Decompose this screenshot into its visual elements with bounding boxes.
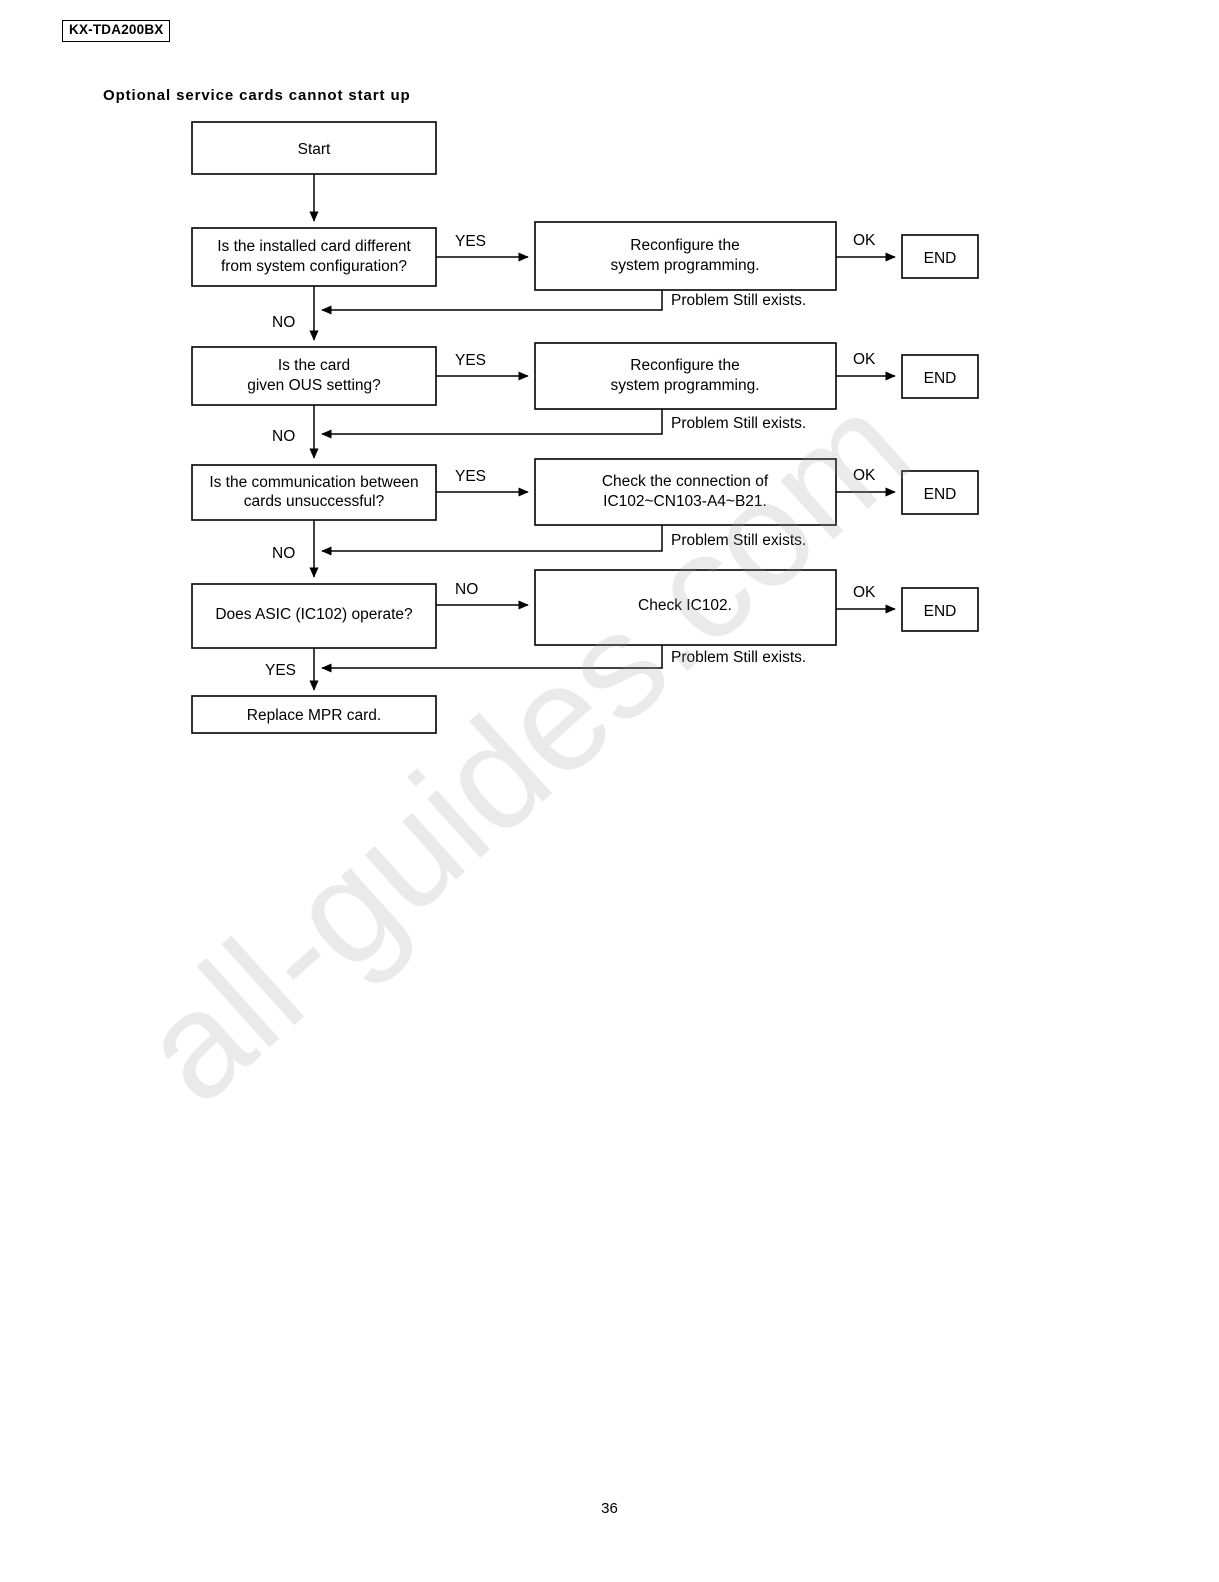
node-final-action: Replace MPR card. — [191, 695, 437, 734]
node-end-4: END — [901, 587, 979, 632]
node-action-3-line1: Check the connection of — [602, 473, 769, 490]
node-end-1-label: END — [924, 250, 957, 267]
model-number-badge: KX-TDA200BX — [62, 20, 171, 42]
node-action-2: Reconfigure the system programming. — [534, 342, 837, 410]
connector-step2-feedback — [321, 409, 663, 439]
node-decision-2-line1: Is the card — [278, 357, 350, 374]
page-number: 36 — [601, 1500, 618, 1517]
node-action-2-line2: system programming. — [610, 377, 759, 394]
edge-label-step2-branch: YES — [455, 352, 486, 369]
node-action-1: Reconfigure the system programming. — [534, 221, 837, 291]
node-action-2-line1: Reconfigure the — [630, 357, 739, 374]
node-end-2: END — [901, 354, 979, 399]
edge-label-step2-ok: OK — [853, 351, 876, 368]
node-decision-3: Is the communication between cards unsuc… — [191, 464, 437, 521]
node-decision-2-line2: given OUS setting? — [247, 377, 381, 394]
edge-label-step4-ok: OK — [853, 584, 876, 601]
node-decision-3-line2: cards unsuccessful? — [244, 493, 385, 510]
node-decision-3-line1: Is the communication between — [209, 474, 418, 491]
edge-label-step3-ok: OK — [853, 467, 876, 484]
note-step1-feedback: Problem Still exists. — [671, 292, 806, 309]
edge-label-step1-branch: YES — [455, 233, 486, 250]
node-decision-4: Does ASIC (IC102) operate? — [191, 583, 437, 649]
node-action-3-line2: IC102~CN103-A4~B21. — [603, 493, 767, 510]
node-decision-2: Is the card given OUS setting? — [191, 346, 437, 406]
edge-label-step2-exit: NO — [272, 428, 295, 445]
node-decision-4-line1: Does ASIC (IC102) operate? — [215, 606, 413, 623]
page-title: Optional service cards cannot start up — [103, 87, 411, 104]
node-end-3-label: END — [924, 486, 957, 503]
node-decision-1-line2: from system configuration? — [221, 258, 407, 275]
edge-label-step3-exit: NO — [272, 545, 295, 562]
connector-step4-feedback — [321, 645, 663, 673]
node-action-4: Check IC102. — [534, 569, 837, 646]
note-step4-feedback: Problem Still exists. — [671, 649, 806, 666]
edge-label-step4-exit: YES — [265, 662, 296, 679]
node-end-4-label: END — [924, 603, 957, 620]
node-action-4-line1: Check IC102. — [638, 597, 732, 614]
connector-step3-feedback — [321, 525, 663, 556]
node-start: Start — [191, 121, 437, 175]
node-decision-1: Is the installed card different from sys… — [191, 227, 437, 287]
edge-label-step3-branch: YES — [455, 468, 486, 485]
connector-step1-feedback — [321, 290, 663, 315]
node-action-1-line2: system programming. — [610, 257, 759, 274]
node-action-1-line1: Reconfigure the — [630, 237, 739, 254]
edge-label-step4-branch: NO — [455, 581, 478, 598]
node-final-action-label: Replace MPR card. — [247, 707, 381, 724]
node-end-1: END — [901, 234, 979, 279]
node-action-3: Check the connection of IC102~CN103-A4~B… — [534, 458, 837, 526]
node-end-2-label: END — [924, 370, 957, 387]
node-decision-1-line1: Is the installed card different — [217, 238, 411, 255]
note-step3-feedback: Problem Still exists. — [671, 532, 806, 549]
note-step2-feedback: Problem Still exists. — [671, 415, 806, 432]
node-start-label: Start — [298, 141, 331, 158]
node-end-3: END — [901, 470, 979, 515]
edge-label-step1-ok: OK — [853, 232, 876, 249]
edge-label-step1-exit: NO — [272, 314, 295, 331]
